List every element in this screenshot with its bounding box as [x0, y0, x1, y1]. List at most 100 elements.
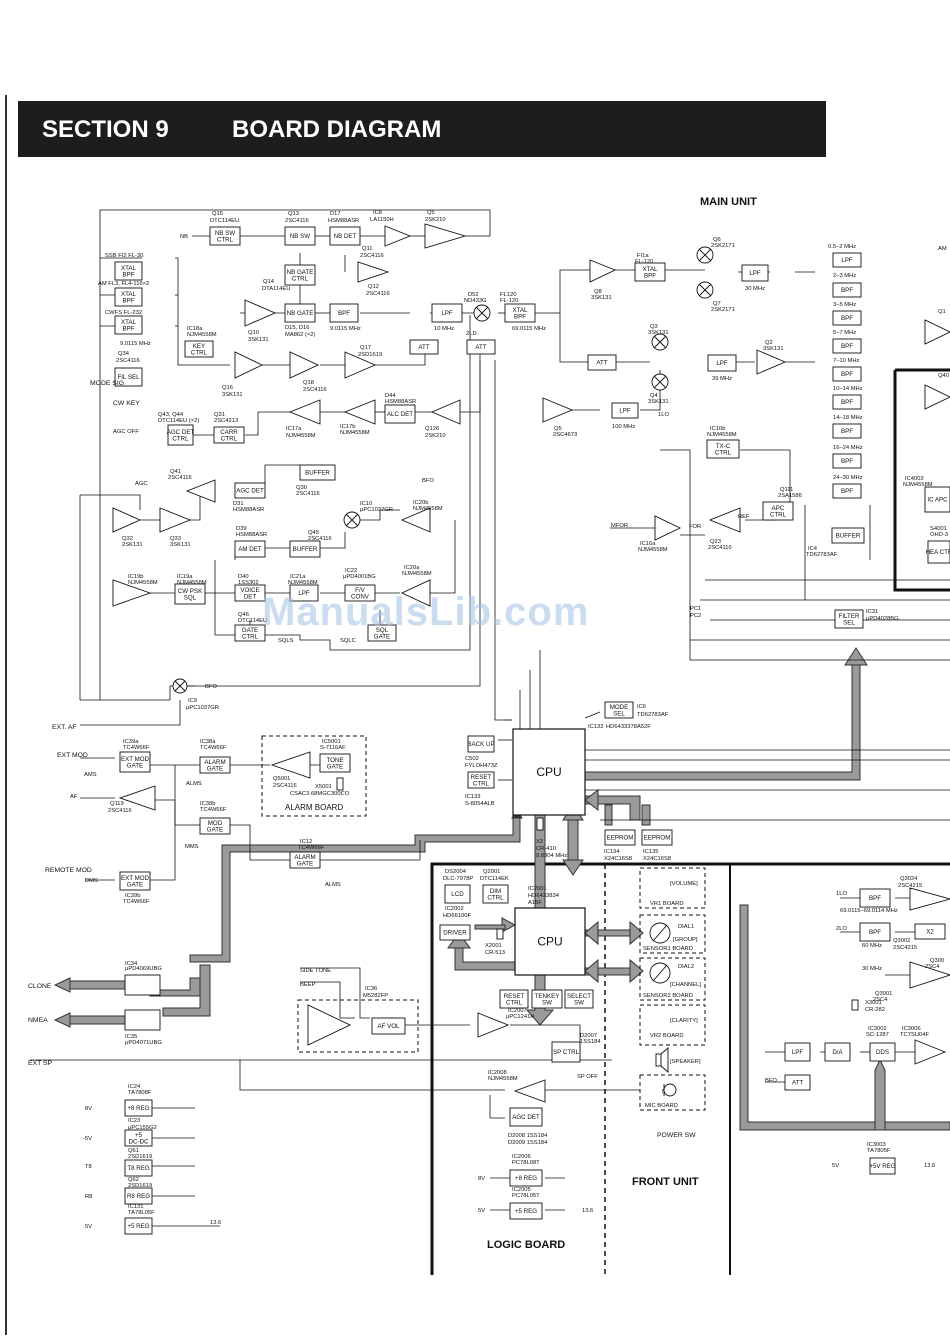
section-number: SECTION 9 [42, 116, 169, 143]
label-q17: Q17 [360, 345, 371, 351]
block-buffer-q30: BUFFER [299, 464, 336, 481]
label-ic2002p: HD66100F [443, 913, 471, 919]
block-label: FILTER [839, 613, 860, 620]
label-side-tone: SIDE TONE [300, 968, 331, 974]
label-lo1b: 1LO [836, 891, 847, 897]
buffer-ic36-symbol [307, 1004, 352, 1046]
label-fl120p: FL-120 [500, 298, 518, 304]
label-q2001p: DTC114EK [480, 876, 509, 882]
block-lpf-100m: LPF [611, 402, 639, 419]
label-q23: Q23 [710, 539, 721, 545]
label-q15p: DTC114EU [210, 218, 239, 224]
af-vol-outline [297, 999, 419, 1053]
label-ic134p: X24C16S8 [604, 856, 632, 862]
block-label: AGC DET [236, 488, 264, 495]
block-label: CPU [537, 935, 562, 949]
label-sqlc: SQLC [340, 638, 356, 644]
block-label: APC [772, 505, 785, 512]
block-att-2: ATT [466, 339, 496, 355]
label-group: [GROUP] [673, 937, 698, 943]
label-q30: Q30 [296, 485, 307, 491]
label-q111p: 2SA1586 [778, 493, 802, 499]
label-m39: 39 MHz [712, 376, 732, 382]
block-label: CARR [220, 429, 238, 436]
label-fi1ap: FL-120 [635, 259, 653, 265]
label-ic2005: IC2005 [512, 1187, 531, 1193]
label-q6: Q6 [713, 237, 721, 243]
label-q111: Q111 [780, 487, 793, 493]
block-label: BPF [338, 310, 350, 317]
label-v136: 13.6 [210, 1220, 221, 1226]
label-mic-board: MIC BOARD [645, 1103, 678, 1109]
label-mms: MMS [185, 844, 199, 850]
block-nb-det: NB DET [329, 226, 361, 246]
label-q41p: 2SC4116 [168, 475, 192, 481]
label-ic35p: µPD4071UBG [125, 1040, 162, 1046]
label-ic38bp: TC4W66F [200, 807, 227, 813]
label-q5: Q5 [427, 210, 435, 216]
block-label: HEA CTR [926, 549, 950, 556]
vr1-board-outline [639, 867, 706, 909]
label-q2001: Q2001 [483, 869, 500, 875]
block-lpf-10m: LPF [431, 303, 463, 323]
label-lpf10: 10 MHz [434, 326, 454, 332]
label-lo2: 2LO [836, 926, 847, 932]
label-bfo3: BFO [765, 1078, 777, 1084]
label-pc1: PC1 [690, 606, 701, 612]
label-ic39ap: TC4W66F [123, 745, 150, 751]
block-label: +8 REG [127, 1105, 149, 1112]
alc-amp-1-symbol [288, 399, 321, 425]
block-lpf-ic21: LPF [289, 584, 319, 602]
label-ic10p: µPC1037GR [360, 507, 393, 513]
block-label: BPF [841, 287, 853, 294]
label-ic132p: HD6433378A52F [606, 724, 651, 730]
label-dms: DMS [85, 878, 98, 884]
noise-amp-2-symbol [424, 223, 467, 249]
label-q23p: 2SC4116 [708, 545, 732, 551]
block-label: FIL SEL [117, 374, 140, 381]
block-label: CW PSK [178, 588, 203, 595]
label-q5001p: 2SC4116 [273, 783, 297, 789]
label-q3002p: 2SC4215 [893, 945, 917, 951]
block-reg-5v: +5 REG [124, 1217, 153, 1235]
label-x2f: 9.8304 MHz [536, 853, 567, 859]
label-af: AF [70, 794, 78, 800]
label-ic31: IC31 [866, 609, 878, 615]
block-label: SEL [843, 619, 855, 626]
label-q4: Q4 [650, 393, 659, 399]
label-ic10bp: NJM4558M [707, 432, 737, 438]
amp-q126-symbol [430, 399, 461, 425]
block-ic-apc: IC APC [924, 486, 950, 513]
label-ic19bp: NJM4558M [128, 580, 158, 586]
label-b24: 24–30 MHz [833, 475, 863, 481]
block-label: GATE [242, 627, 258, 634]
label-vr8: R8 [85, 1194, 92, 1200]
mixer-d52 [473, 304, 491, 322]
dashed-boards [261, 735, 706, 1111]
label-ic39a: IC39a [123, 739, 139, 745]
label-q7p: 2SK2171 [711, 307, 735, 313]
dial2-icon [649, 962, 671, 984]
label-q5001: Q5001 [273, 776, 290, 782]
block-label: CTRL [172, 435, 189, 442]
label-c502: C502 [465, 756, 479, 762]
section-header: SECTION 9 BOARD DIAGRAM [18, 101, 826, 157]
label-bfo: BFO [422, 478, 434, 484]
block-label: BPF [841, 399, 853, 406]
block-label: LPF [749, 270, 761, 277]
block-label: BPF [841, 458, 853, 465]
label-ic18: IC18a [187, 326, 203, 332]
vr2-board-outline [639, 1004, 706, 1046]
block-sp-ctrl: SP CTRL [551, 1041, 581, 1063]
block-label: ATT [475, 344, 486, 351]
block-label: R8 REG [127, 1193, 150, 1200]
amplifier-symbols [112, 223, 950, 1103]
